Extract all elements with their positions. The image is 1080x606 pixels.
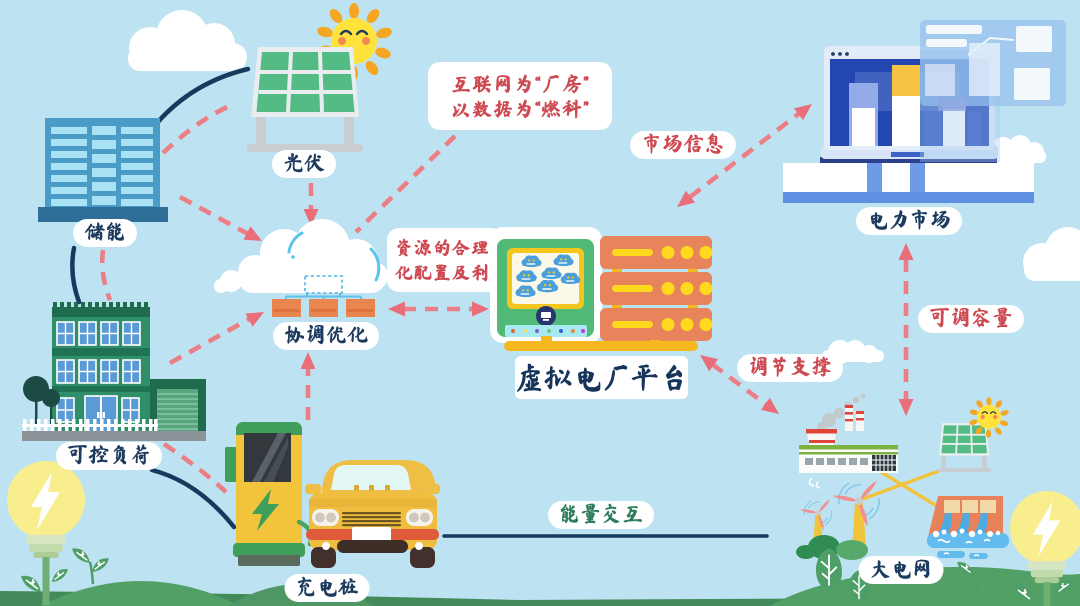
internet-quote-line2: 以数据为“燃料” xyxy=(450,98,590,119)
chimneys xyxy=(845,405,864,431)
load-sidewalk xyxy=(22,431,206,441)
connector-curves xyxy=(70,66,251,530)
label-market-info: 市场信息 xyxy=(630,131,736,159)
label-energy-interaction: 能量交互 xyxy=(548,501,654,529)
transmission-lines xyxy=(859,467,941,510)
label-main-grid-text: 大电网 xyxy=(869,558,933,580)
label-pv: 光伏 xyxy=(272,150,336,178)
arrow-storage-to-pv xyxy=(161,101,235,155)
vpp-platform xyxy=(490,227,713,351)
vpp-monitor xyxy=(497,239,594,337)
coordination-network xyxy=(272,275,375,317)
flow-arrows xyxy=(100,101,909,494)
turbine-mounds xyxy=(796,535,868,560)
main-grid-cluster xyxy=(796,393,1010,560)
network-switch-units xyxy=(272,299,375,317)
car-wheels xyxy=(311,547,435,568)
cloud-behind-market xyxy=(990,135,1046,163)
resource-allocation-box: 资源的合理 化配置及利 xyxy=(387,228,503,292)
curve-storage-load xyxy=(70,245,82,305)
load-fence xyxy=(22,419,158,433)
label-regulation-support: 调节支撑 xyxy=(737,354,843,382)
charging-pile xyxy=(225,422,314,566)
label-coordination-text: 协调优化 xyxy=(284,324,369,346)
vpp-base-bar xyxy=(504,341,698,351)
coordination-cloud xyxy=(214,219,388,293)
car-headlights xyxy=(312,509,433,526)
vpp-server xyxy=(600,236,713,341)
label-storage-text: 储能 xyxy=(84,221,127,243)
label-market-info-text: 市场信息 xyxy=(641,133,726,155)
car-license-plate xyxy=(352,527,391,541)
label-vpp-platform-text: 虚拟电厂平台 xyxy=(514,363,689,393)
hill-right xyxy=(770,566,1080,606)
power-market xyxy=(783,20,1066,203)
internet-quote-box: 互联网为“厂房” 以数据为“燃料” xyxy=(428,62,612,130)
arrow-market-info xyxy=(688,110,803,199)
load-garage xyxy=(150,379,206,433)
car-grille xyxy=(342,512,401,527)
arrow-load-to-cloud xyxy=(168,315,253,366)
curve-load-pile xyxy=(149,467,237,530)
load-building xyxy=(22,302,206,441)
label-adjustable-capacity-text: 可调容量 xyxy=(929,307,1014,329)
label-power-market-text: 电力市场 xyxy=(867,209,952,231)
bulb-left xyxy=(7,461,85,605)
label-controllable-load: 可控负荷 xyxy=(56,442,162,470)
market-overlay-panels xyxy=(920,20,1066,162)
thermal-plant xyxy=(799,393,898,489)
ev-car xyxy=(305,460,440,568)
load-trees xyxy=(23,376,60,425)
hydro-dam xyxy=(927,496,1009,559)
arrow-storage-to-cloud xyxy=(178,194,252,238)
monitor-strip-dots xyxy=(511,329,585,333)
label-vpp-platform: 虚拟电厂平台 xyxy=(514,356,689,399)
label-controllable-load-text: 可控负荷 xyxy=(67,444,152,466)
cooling-tower xyxy=(806,429,837,447)
arrow-quote-to-cloud xyxy=(354,134,457,234)
label-energy-interaction-text: 能量交互 xyxy=(559,503,644,525)
internet-quote-line1: 互联网为“厂房” xyxy=(450,73,590,94)
arrow-load-to-pile xyxy=(162,442,228,494)
label-pv-text: 光伏 xyxy=(283,152,326,174)
background-clouds xyxy=(128,10,1080,364)
grid-solar-panel xyxy=(936,422,992,473)
ground xyxy=(0,566,1080,606)
storage-building xyxy=(38,118,168,222)
arrow-storage-to-load xyxy=(100,249,113,301)
label-storage: 储能 xyxy=(73,219,137,247)
sprout-left xyxy=(71,547,110,585)
curve-storage-pv xyxy=(154,66,251,126)
arrow-heads xyxy=(243,104,914,416)
label-coordination: 协调优化 xyxy=(273,322,379,350)
label-charging-pile: 充电桩 xyxy=(284,574,370,602)
label-adjustable-capacity: 可调容量 xyxy=(918,305,1024,333)
resource-allocation-line1: 资源的合理 xyxy=(395,238,490,257)
pv-panel xyxy=(245,45,365,154)
cloud-top-left xyxy=(128,10,247,71)
arrow-regulation-support xyxy=(710,362,770,408)
label-regulation-support-text: 调节支撑 xyxy=(748,356,833,378)
label-charging-pile-text: 充电桩 xyxy=(295,576,359,598)
sprout-right xyxy=(956,561,980,595)
load-windows xyxy=(56,321,141,423)
market-pedestal xyxy=(783,163,1034,203)
wind-turbines xyxy=(799,477,880,550)
cloud-right-edge xyxy=(1023,227,1080,281)
car-intake xyxy=(337,540,408,553)
smoke xyxy=(817,393,866,432)
hill-left xyxy=(40,581,240,606)
label-power-market: 电力市场 xyxy=(856,207,962,235)
label-main-grid: 大电网 xyxy=(858,556,944,584)
resource-allocation-line2: 化配置及利 xyxy=(395,263,490,282)
